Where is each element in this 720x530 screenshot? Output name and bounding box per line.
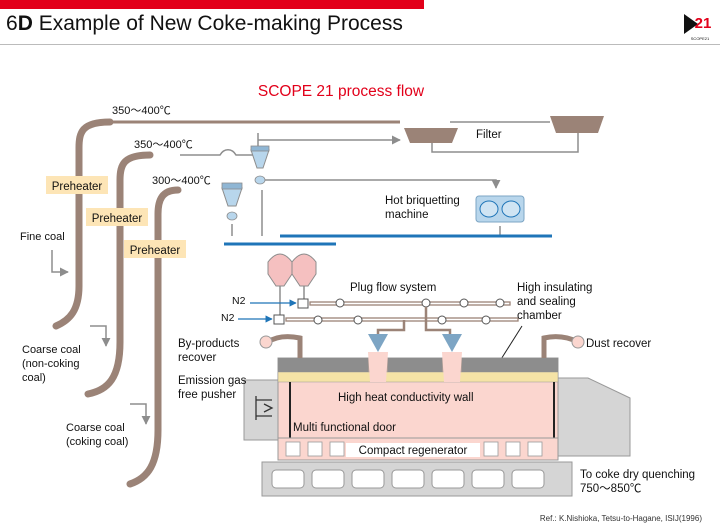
byproducts-label-2: recover <box>178 352 217 364</box>
filter-2 <box>550 116 604 133</box>
charging-ports <box>368 352 462 382</box>
feed-label-coking-2: (coking coal) <box>66 436 128 448</box>
preheater-1: Preheater <box>46 176 108 194</box>
preheater-2: Preheater <box>86 208 148 226</box>
quench-label-2: 750～850℃ <box>580 483 642 495</box>
chamber-roof-dark <box>278 358 558 372</box>
slide-letter: D <box>17 12 33 35</box>
insulating-layer <box>277 371 559 383</box>
riser-pipe-fine <box>52 118 114 330</box>
n2-label-2: N2 <box>221 312 235 324</box>
slide-number: 6 <box>6 12 18 35</box>
charging-funnel-2 <box>442 334 462 352</box>
feed-label-noncoking-2: (non-coking <box>22 358 79 370</box>
temp-label-noncoking: 350～400℃ <box>134 139 193 151</box>
logo-subtext: SCOPE21 <box>691 36 710 41</box>
preheater-3: Preheater <box>124 240 186 258</box>
filter-1 <box>404 128 458 143</box>
insulating-label-3: chamber <box>517 310 562 322</box>
header-rule <box>0 44 720 45</box>
logo-arrow-icon <box>684 14 698 34</box>
riser-pipe-coking <box>126 186 182 488</box>
diagram-subtitle: SCOPE 21 process flow <box>258 83 425 100</box>
accent-bar <box>0 0 424 9</box>
riser-pipes <box>52 118 182 488</box>
emission-label-1: Emission gas <box>178 375 247 387</box>
insulating-label-1: High insulating <box>517 282 592 294</box>
logo-number: 21 <box>695 15 712 32</box>
feed-label-coking-1: Coarse coal <box>66 422 125 434</box>
byproduct-pipe <box>266 334 303 358</box>
door-label: Multi functional door <box>293 422 396 434</box>
page-title: 6D Example of New Coke-making Process <box>6 12 403 36</box>
emission-label-2: free pusher <box>178 389 236 401</box>
cyclone-1 <box>221 182 243 221</box>
regenerator-label: Compact regenerator <box>359 445 468 457</box>
cyclone-2 <box>250 145 270 185</box>
n2-label-1: N2 <box>232 295 246 307</box>
feed-label-fine-coal: Fine coal <box>20 231 65 243</box>
scope21-logo: 21 SCOPE21 <box>682 4 718 44</box>
plug-flow-pipes <box>273 298 519 336</box>
slide-title-text: Example of New Coke-making Process <box>38 12 403 35</box>
preheater-label-2: Preheater <box>92 213 143 225</box>
briquetting-label-2: machine <box>385 209 428 221</box>
feed-arrow-coking <box>130 403 151 425</box>
gas-lines <box>180 121 579 236</box>
insulating-label-2: and sealing <box>517 296 576 308</box>
reference-note: Ref.: K.Nishioka, Tetsu-to-Hagane, ISIJ(… <box>539 514 702 523</box>
feed-arrow-noncoking <box>90 325 111 347</box>
wall-label: High heat conductivity wall <box>338 392 474 404</box>
foundation-ducts <box>271 469 545 489</box>
feed-label-noncoking-3: coal) <box>22 372 46 384</box>
briquetting-label-1: Hot briquetting <box>385 195 460 207</box>
riser-pipe-noncoking <box>84 151 154 398</box>
temp-label-coking: 300～400℃ <box>152 175 211 187</box>
filter-label: Filter <box>476 129 502 141</box>
plug-flow-hoppers <box>267 253 317 316</box>
feed-arrow-fine <box>51 250 69 277</box>
feed-label-noncoking-1: Coarse coal <box>22 344 81 356</box>
preheater-label-3: Preheater <box>130 245 181 257</box>
quench-label-1: To coke dry quenching <box>580 469 695 481</box>
briquetting-machine <box>475 195 525 223</box>
temp-label-fine: 350～400℃ <box>112 105 171 117</box>
dust-recover-label: Dust recover <box>586 338 651 350</box>
pusher-ram-icon <box>255 396 274 420</box>
charging-funnel-1 <box>368 334 388 352</box>
regenerator-cells <box>285 441 543 457</box>
preheater-label-1: Preheater <box>52 181 103 193</box>
plug-flow-label: Plug flow system <box>350 282 436 294</box>
byproducts-label-1: By-products <box>178 338 240 350</box>
